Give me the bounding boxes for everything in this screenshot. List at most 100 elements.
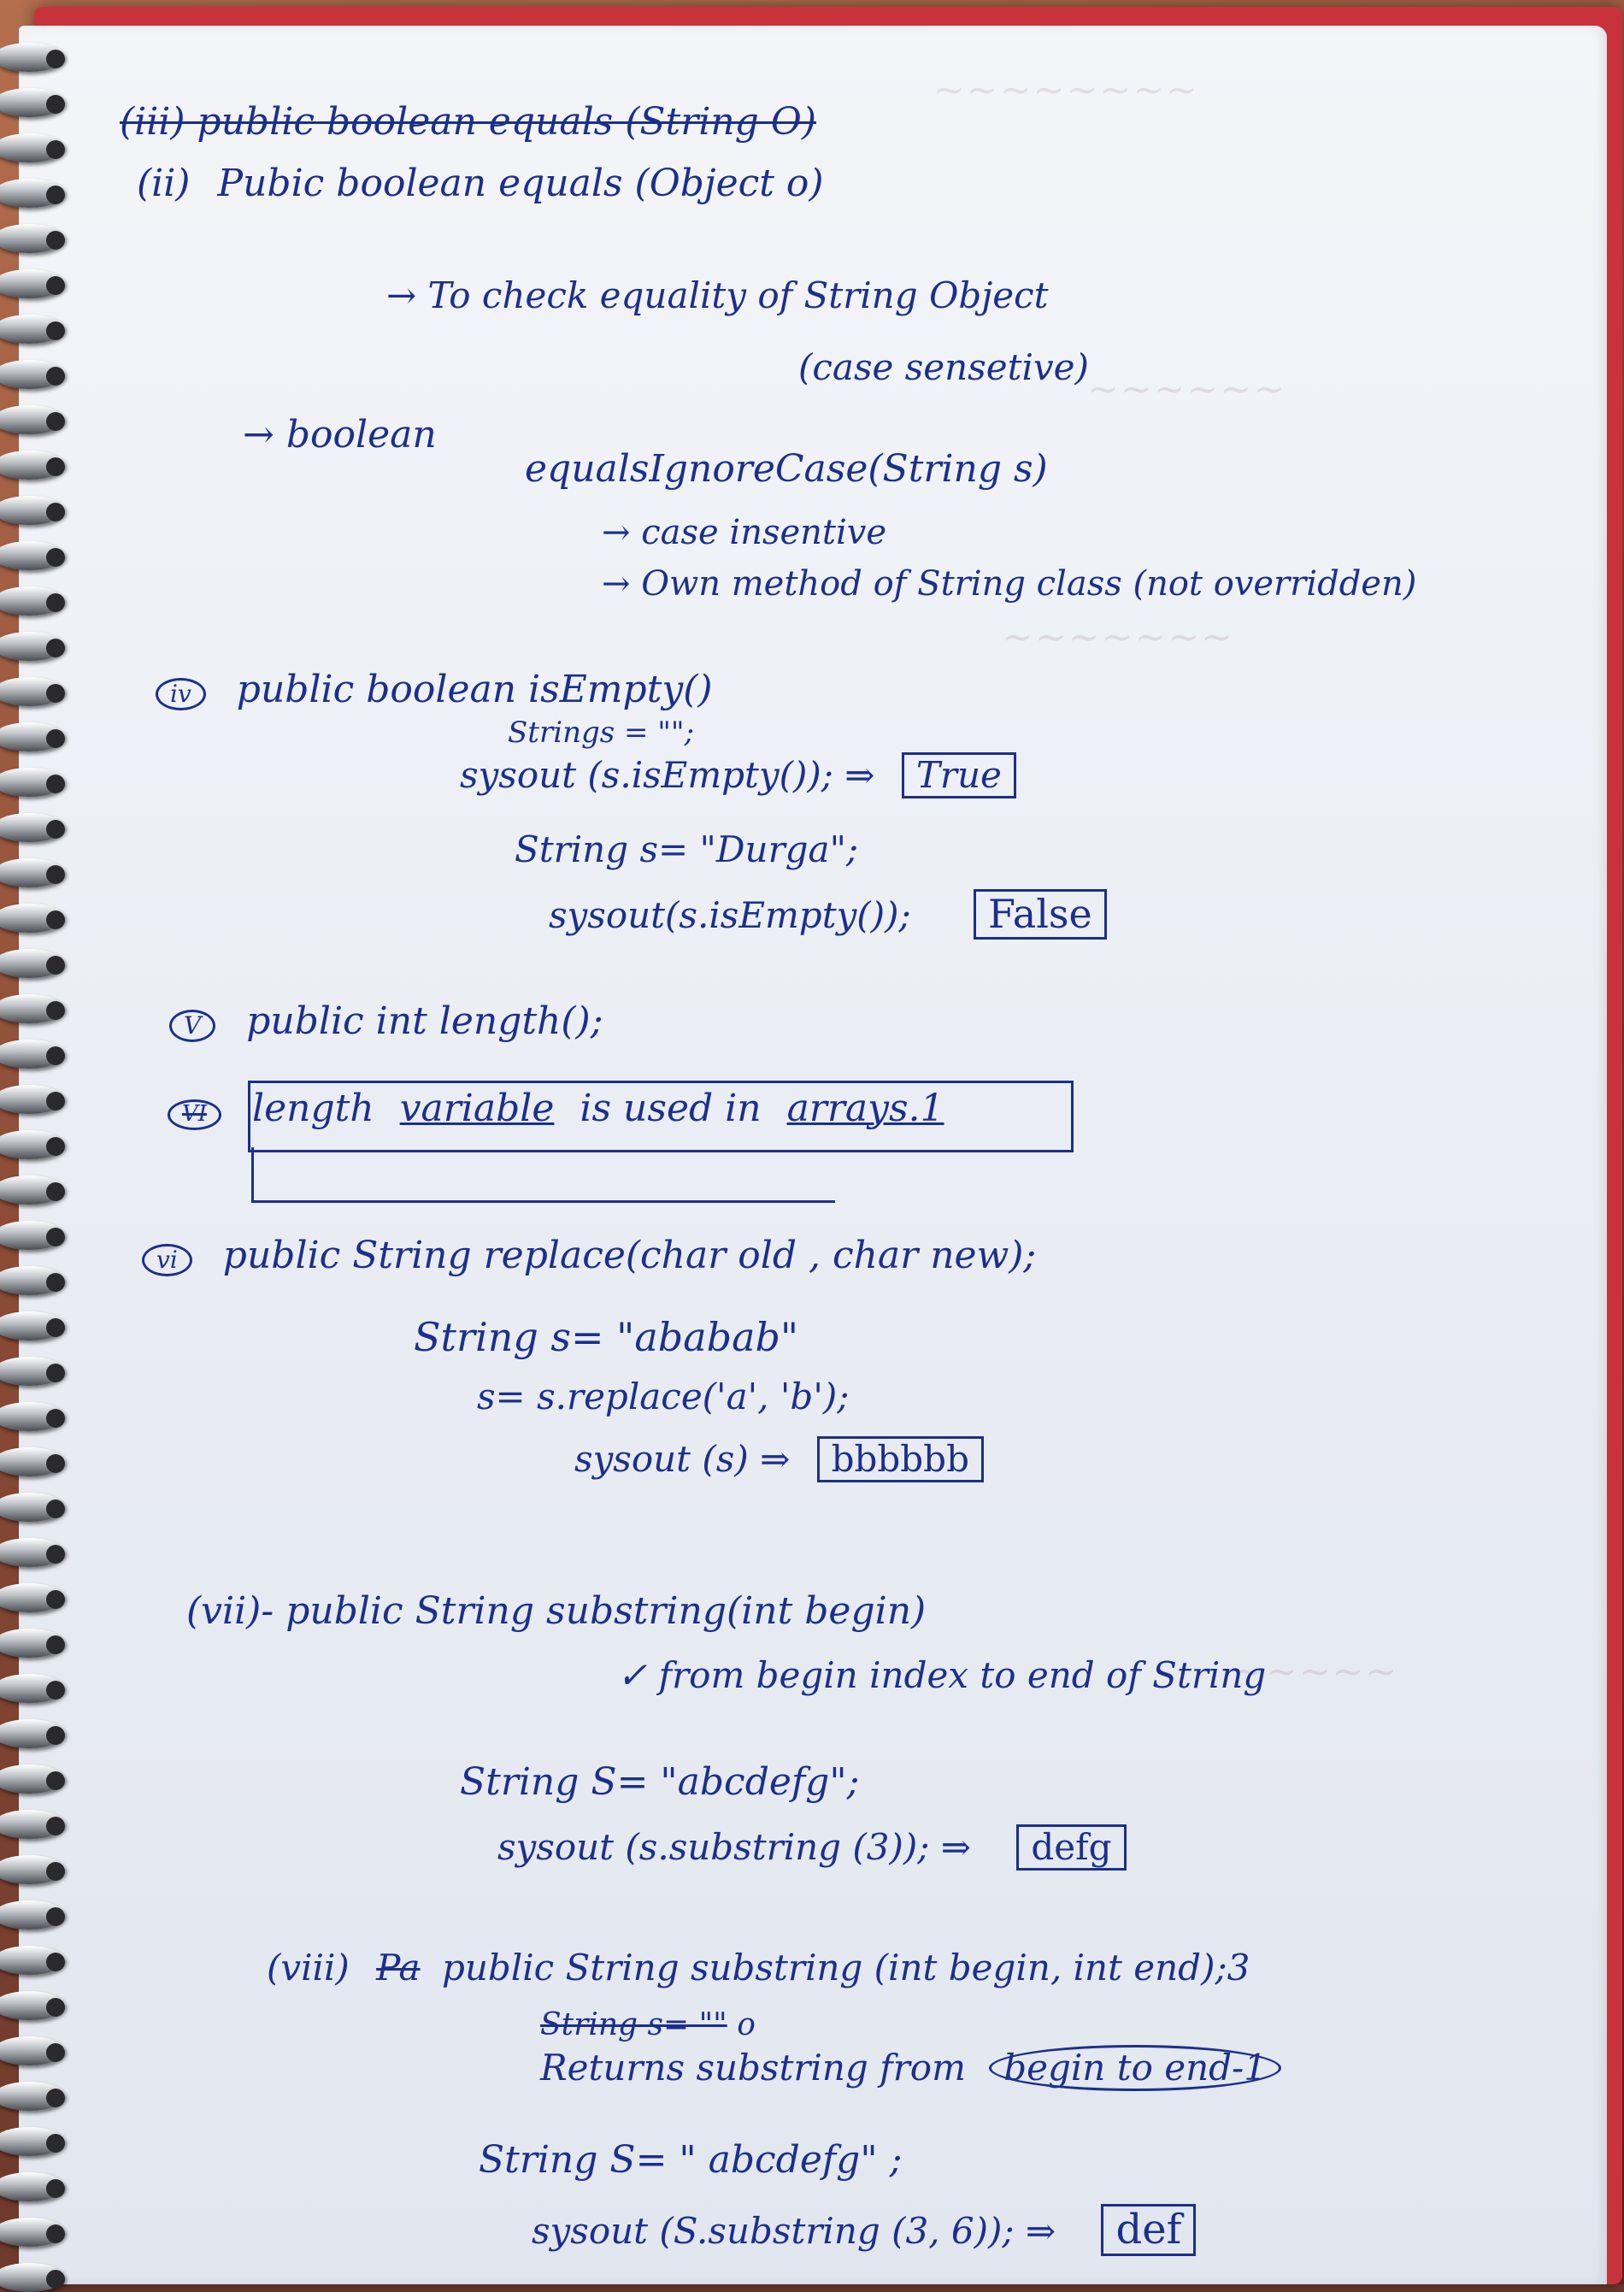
binding-hole: [46, 1998, 65, 2017]
binding-hole: [46, 2043, 65, 2062]
binding-hole: [46, 639, 65, 657]
note-ii-label: (ii): [137, 162, 191, 205]
binding-hole: [46, 1590, 65, 1609]
note-vi-3-result: bbbbbb: [816, 1436, 984, 1483]
note-iv-label: iv: [156, 678, 206, 711]
note-iv-4-code: sysout(s.isEmpty());: [549, 894, 911, 936]
note-vi-3-code: sysout (s) ⇒: [574, 1438, 791, 1480]
binding-hole: [46, 1273, 65, 1292]
note-v-label: V: [169, 1010, 216, 1043]
note-iv-4-result: False: [973, 889, 1107, 940]
note-vi-note-d: arrays.1: [786, 1087, 944, 1130]
binding-hole: [46, 2134, 65, 2153]
note-vii-2: String S= "abcdefg";: [460, 1760, 860, 1804]
note-v-signature: public int length();: [246, 999, 603, 1043]
binding-hole: [46, 1500, 65, 1518]
note-viii-3-result: def: [1101, 2204, 1197, 2257]
binding-hole: [46, 2089, 65, 2107]
notebook-page: ~~~~~~~~ ~~~~~~ ~~~~~~~ ~~~~~ (iii) publ…: [19, 26, 1607, 2284]
note-arrays-bracket: [251, 1147, 835, 1203]
binding-hole: [46, 95, 65, 114]
binding-hole: [46, 276, 65, 295]
binding-hole: [46, 775, 65, 793]
spiral-binding: [0, 26, 77, 2292]
note-eic-2: → Own method of String class (not overri…: [602, 564, 1417, 604]
binding-hole: [46, 186, 65, 204]
note-vii-3: sysout (s.substring (3)); ⇒ defg: [497, 1824, 1127, 1871]
show-through-mark: ~~~~~~: [1087, 368, 1287, 411]
note-eic-1: → case insentive: [602, 513, 887, 552]
note-viii-signature: public String substring (int begin, int …: [441, 1947, 1250, 1989]
binding-hole: [46, 548, 65, 567]
note-v: V public int length();: [169, 999, 603, 1044]
note-vi-note-a: length: [252, 1087, 374, 1130]
note-boolean-label: → boolean: [243, 413, 437, 457]
binding-hole: [46, 2224, 65, 2243]
note-vi-2: s= s.replace('a', 'b');: [477, 1376, 850, 1417]
note-ii-text: Pubic boolean equals (Object o): [217, 162, 824, 205]
note-vi-note-label: VI: [168, 1099, 222, 1130]
binding-hole: [46, 865, 65, 884]
binding-hole: [46, 593, 65, 612]
binding-hole: [46, 1137, 65, 1156]
binding-hole: [46, 1635, 65, 1654]
binding-hole: [46, 1681, 65, 1700]
binding-hole: [46, 457, 65, 476]
note-viii-1: Returns substring from begin to end-1: [540, 2045, 1281, 2092]
show-through-mark: ~~~~~~~~: [933, 68, 1199, 112]
binding-hole: [46, 729, 65, 748]
binding-hole: [46, 1862, 65, 1881]
note-iv-2-result: True: [901, 752, 1016, 799]
binding-hole: [46, 1318, 65, 1337]
binding-hole: [46, 1364, 65, 1382]
note-arrays-box: [248, 1081, 1074, 1152]
binding-hole: [46, 231, 65, 250]
binding-hole: [46, 1182, 65, 1201]
binding-hole: [46, 1545, 65, 1564]
binding-hole: [46, 2270, 65, 2289]
note-vii-3-code: sysout (s.substring (3)); ⇒: [497, 1826, 971, 1868]
note-vii-signature: (vii)- public String substring(int begin…: [186, 1589, 927, 1633]
note-vi-3: sysout (s) ⇒ bbbbbb: [574, 1436, 984, 1483]
binding-hole: [46, 1228, 65, 1246]
binding-hole: [46, 910, 65, 929]
binding-hole: [46, 2179, 65, 2198]
binding-hole: [46, 684, 65, 703]
binding-hole: [46, 1907, 65, 1926]
show-through-mark: ~~~~~~~: [1002, 616, 1235, 659]
note-vi-note-b: variable: [399, 1087, 555, 1130]
note-viii-3-code: sysout (S.substring (3, 6)); ⇒: [532, 2210, 1056, 2252]
binding-hole: [46, 367, 65, 386]
note-viii: (viii) Pa public String substring (int b…: [267, 1947, 1250, 1989]
note-ii-case: (case sensetive): [798, 346, 1089, 388]
binding-hole: [46, 50, 65, 68]
note-vi-signature: public String replace(char old , char ne…: [222, 1234, 1037, 1277]
note-eic-signature: equalsIgnoreCase(String s): [525, 447, 1048, 491]
binding-hole: [46, 1046, 65, 1065]
note-iv-2-code: sysout (s.isEmpty()); ⇒: [460, 754, 875, 796]
note-viii-struck-line: String s= "" o: [540, 2007, 756, 2042]
binding-hole: [46, 503, 65, 521]
note-vi-note: VI length variable is used in arrays.1: [168, 1087, 944, 1131]
note-ii: (ii) Pubic boolean equals (Object o): [137, 162, 824, 206]
binding-hole: [46, 1454, 65, 1473]
note-vi-1: String s= "ababab": [414, 1314, 799, 1360]
binding-hole: [46, 1092, 65, 1111]
binding-hole: [46, 321, 65, 340]
binding-hole: [46, 140, 65, 159]
binding-hole: [46, 1817, 65, 1835]
note-iv-1: Strings = "";: [508, 716, 695, 750]
note-iv-signature: public boolean isEmpty(): [236, 668, 713, 711]
note-ii-desc: → To check equality of String Object: [386, 274, 1049, 316]
note-iv-3: String s= "Durga";: [515, 828, 859, 870]
note-viii-1a: Returns substring from: [540, 2047, 966, 2089]
binding-hole: [46, 1953, 65, 1971]
note-viii-3: sysout (S.substring (3, 6)); ⇒ def: [532, 2204, 1197, 2257]
binding-hole: [46, 1409, 65, 1428]
note-viii-label: (viii): [267, 1947, 350, 1989]
note-viii-struck: Pa: [376, 1947, 421, 1989]
binding-hole: [46, 1771, 65, 1790]
binding-hole: [46, 956, 65, 975]
note-viii-struck-code: String s= "": [540, 2007, 727, 2042]
binding-hole: [46, 820, 65, 839]
